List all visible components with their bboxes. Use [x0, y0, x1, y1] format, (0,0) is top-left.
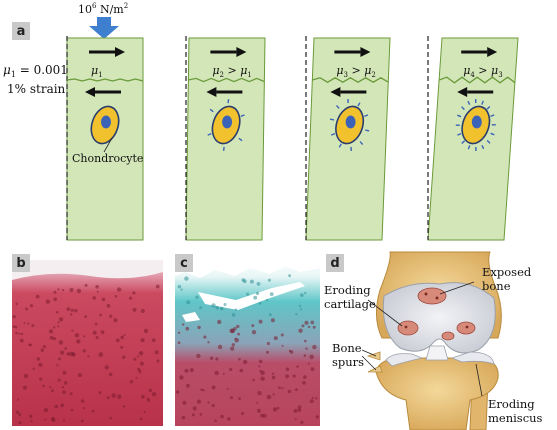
friction-coefficient-label: μ1 = 0.001 — [3, 63, 68, 79]
friction-label-3: μ3 > μ2 — [336, 64, 375, 79]
chondrocyte-icon — [455, 99, 496, 151]
panel-b-histology — [12, 260, 163, 426]
interface-line — [312, 77, 389, 83]
load-arrow-icon — [89, 17, 119, 39]
panel-label-a: a — [12, 22, 30, 40]
strain-label: 1% strain — [7, 82, 66, 96]
shear-box-1: μ1 — [66, 36, 144, 241]
arrow-left-icon — [85, 87, 95, 97]
panel-c-histology — [175, 260, 320, 426]
chondrocyte-label: Chondrocyte — [72, 152, 143, 165]
cell-nuclei-b — [12, 283, 160, 425]
interface-line — [66, 78, 144, 82]
chondrocyte-icon — [329, 99, 370, 151]
friction-label-2: μ2 > μ1 — [212, 64, 251, 79]
chondrocyte-icon — [90, 105, 120, 145]
interface-line — [438, 76, 516, 84]
shear-box-2: μ2 > μ1 — [185, 36, 266, 241]
cell-nuclei-c — [175, 274, 319, 424]
panel-label-b: b — [12, 254, 30, 272]
arrow-right-icon — [487, 47, 498, 57]
load-unit: N/m — [96, 3, 124, 16]
load-exponent: 6 — [92, 2, 97, 10]
arrow-right-icon — [236, 47, 247, 57]
shear-box-3: μ3 > μ2 — [305, 36, 391, 241]
panel-label-d: d — [326, 254, 344, 272]
load-unit-exponent: 2 — [124, 2, 128, 10]
shear-boxes: μ1 μ2 > μ1 μ3 > μ2 μ4 > μ3 — [66, 36, 519, 241]
load-value: 10 — [78, 3, 92, 16]
arrow-left-icon — [457, 87, 468, 97]
friction-label-1: μ1 — [91, 64, 103, 79]
chondrocyte-leader-line — [103, 137, 113, 153]
arrow-right-icon — [115, 47, 125, 57]
interface-line — [188, 77, 265, 83]
erosion-spots — [397, 287, 476, 341]
panel-label-c: c — [175, 254, 193, 272]
svg-text:106 N/m2: 106 N/m2 — [78, 2, 128, 16]
arrow-right-icon — [360, 47, 371, 57]
friction-label-4: μ4 > μ3 — [463, 64, 502, 79]
shear-box-4: μ4 > μ3 — [427, 36, 519, 241]
arrow-left-icon — [330, 87, 341, 97]
arrow-left-icon — [206, 87, 217, 97]
chondrocyte-icon — [207, 99, 245, 151]
